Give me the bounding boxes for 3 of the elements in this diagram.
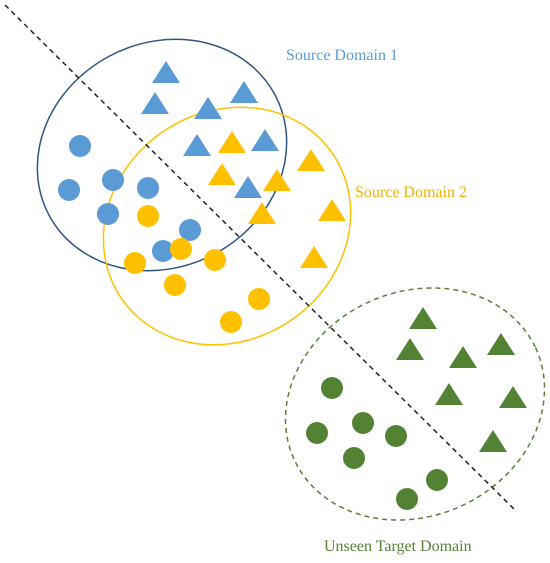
domain-label: Source Domain 1	[286, 47, 398, 65]
domain-label: Source Domain 2	[355, 184, 467, 202]
domain-label: Unseen Target Domain	[324, 538, 472, 556]
